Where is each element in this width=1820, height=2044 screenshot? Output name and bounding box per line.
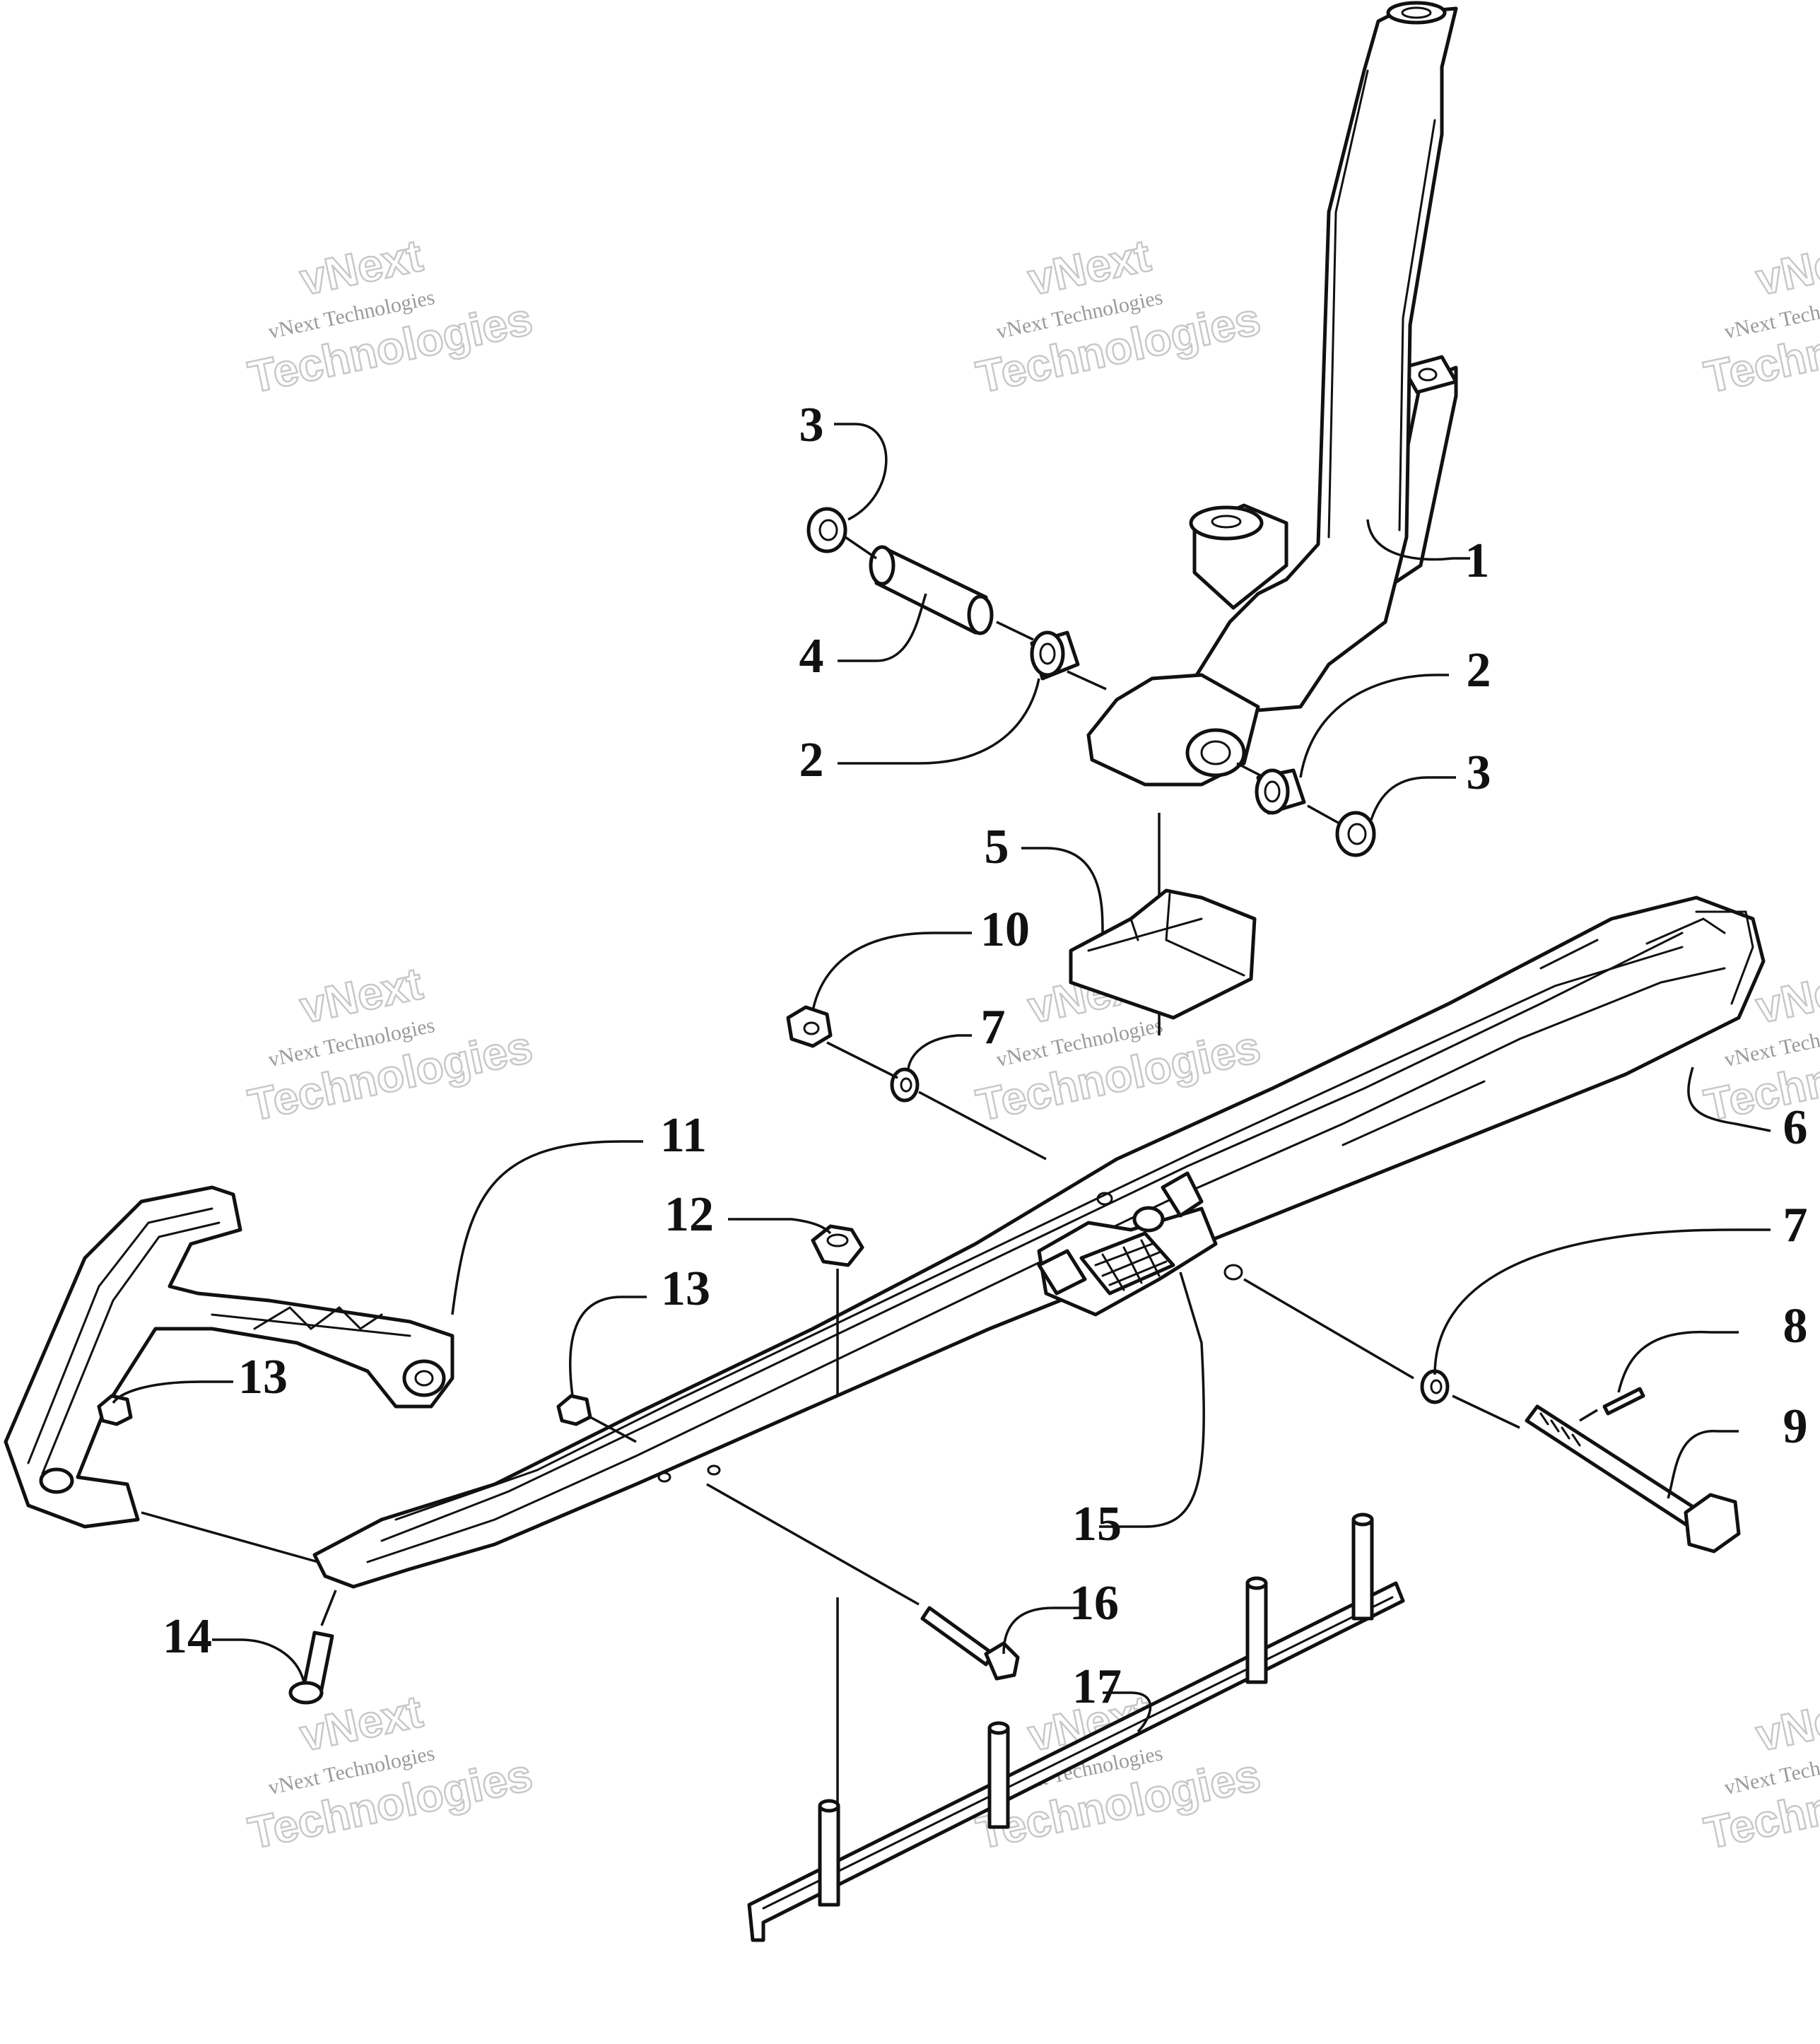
callout-4: 4 [799, 629, 824, 683]
bushing-right [1255, 768, 1306, 815]
callout-3-top: 3 [799, 398, 824, 452]
callout-13-left: 13 [238, 1350, 288, 1404]
callout-7-right: 7 [1783, 1198, 1808, 1252]
callout-6: 6 [1783, 1100, 1808, 1155]
callout-16: 16 [1069, 1576, 1119, 1631]
nut-10 [786, 1005, 833, 1048]
bolt-9 [1525, 1404, 1741, 1553]
washer-top-left [806, 507, 847, 553]
callout-5: 5 [985, 820, 1009, 874]
callout-14: 14 [163, 1609, 212, 1664]
watermark-line-1: vNext [1751, 1686, 1820, 1761]
callout-7-left: 7 [981, 1000, 1006, 1055]
callout-8: 8 [1783, 1299, 1808, 1353]
callout-2-right: 2 [1467, 643, 1491, 698]
screw-14 [288, 1631, 334, 1705]
callout-labels: 1 2 2 3 3 4 5 6 7 7 8 9 10 11 12 13 13 1… [163, 398, 1808, 1714]
watermark-line-1: vNext [1751, 230, 1820, 305]
callout-12: 12 [664, 1187, 714, 1242]
ski [312, 895, 1766, 1589]
callout-9: 9 [1783, 1399, 1808, 1454]
spindle-part [1086, 1, 1458, 787]
screw-16 [920, 1606, 1020, 1681]
nut-13-left [97, 1394, 133, 1426]
watermark-bottom-left: vNext vNext Technologies Technologies [243, 1685, 537, 1860]
callout-10: 10 [980, 903, 1030, 957]
saddle [1069, 888, 1257, 1020]
watermark-bottom-right: vNext vNext Technologies Technologies [1699, 1685, 1820, 1860]
watermark-top-right: vNext vNext Technologies Technologies [1699, 229, 1820, 404]
sleeve [869, 545, 994, 635]
watermark-top-left: vNext vNext Technologies Technologies [243, 229, 537, 404]
nut-13-middle [556, 1394, 592, 1426]
ski-loop-handle [4, 1185, 454, 1529]
callout-1: 1 [1465, 534, 1490, 588]
bushing-left [1030, 630, 1080, 681]
cotter-pin [1602, 1387, 1645, 1416]
washer-right [1335, 811, 1376, 857]
watermark-top-center: vNext vNext Technologies Technologies [971, 229, 1265, 404]
callout-13-middle: 13 [661, 1262, 710, 1316]
washer-7-left [890, 1067, 920, 1103]
callout-15: 15 [1072, 1497, 1122, 1551]
callout-11: 11 [660, 1108, 707, 1163]
callout-3-right: 3 [1467, 746, 1491, 800]
callout-2-left: 2 [799, 733, 824, 787]
carbide-runner [747, 1513, 1405, 1942]
washer-7-right [1420, 1369, 1450, 1404]
callout-17: 17 [1072, 1660, 1122, 1714]
nut-12 [811, 1224, 864, 1267]
watermark-middle-left: vNext vNext Technologies Technologies [243, 957, 537, 1132]
